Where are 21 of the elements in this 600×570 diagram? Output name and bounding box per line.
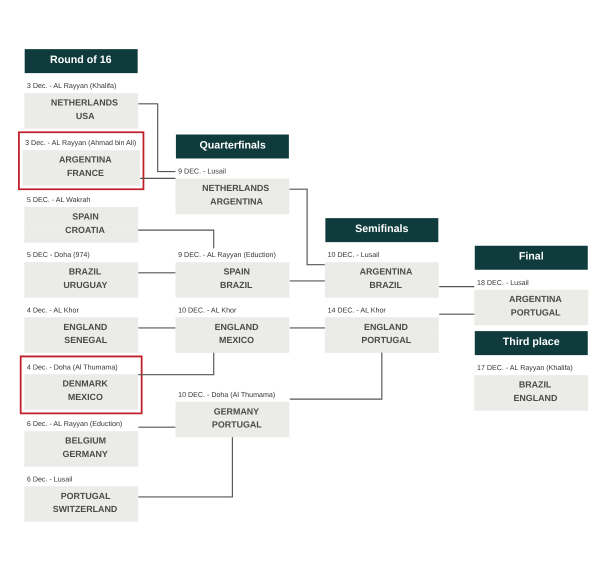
- connector: [439, 286, 474, 287]
- cluster: [18, 130, 144, 190]
- connector: [138, 229, 214, 248]
- node-box: Semifinals: [325, 218, 438, 242]
- node-box: Third place: [474, 330, 588, 355]
- connector: [138, 102, 176, 172]
- connector: [290, 352, 382, 400]
- node-box: Final: [474, 245, 588, 270]
- node-box: Round of 16: [24, 48, 138, 73]
- connector: [138, 272, 176, 273]
- node-box: Quarterfinals: [176, 134, 289, 158]
- connector: [290, 326, 325, 328]
- cluster: [20, 355, 143, 414]
- connector: [140, 177, 176, 178]
- connector: [439, 313, 474, 314]
- connector: [138, 426, 176, 428]
- connector: [138, 436, 233, 498]
- connector: [290, 280, 325, 282]
- connector: [138, 326, 176, 328]
- connector: [289, 188, 325, 265]
- connector: [138, 352, 214, 375]
